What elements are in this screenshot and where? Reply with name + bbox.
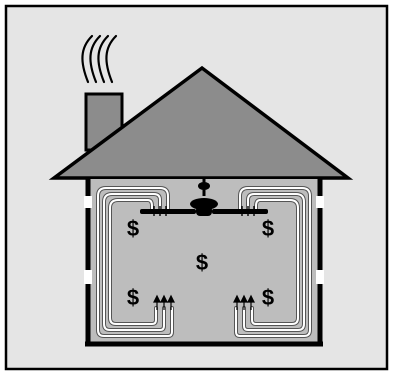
dollar-sign-center: $: [196, 250, 208, 275]
dollar-sign-bottom-right: $: [262, 285, 274, 310]
airflow-arrows-bottom-right: [234, 296, 254, 310]
dollar-sign-bottom-left: $: [127, 285, 139, 310]
dollar-sign-top-right: $: [262, 216, 274, 241]
dollar-sign-top-left: $: [127, 216, 139, 241]
airflow-arrows-bottom-left: [154, 296, 174, 310]
